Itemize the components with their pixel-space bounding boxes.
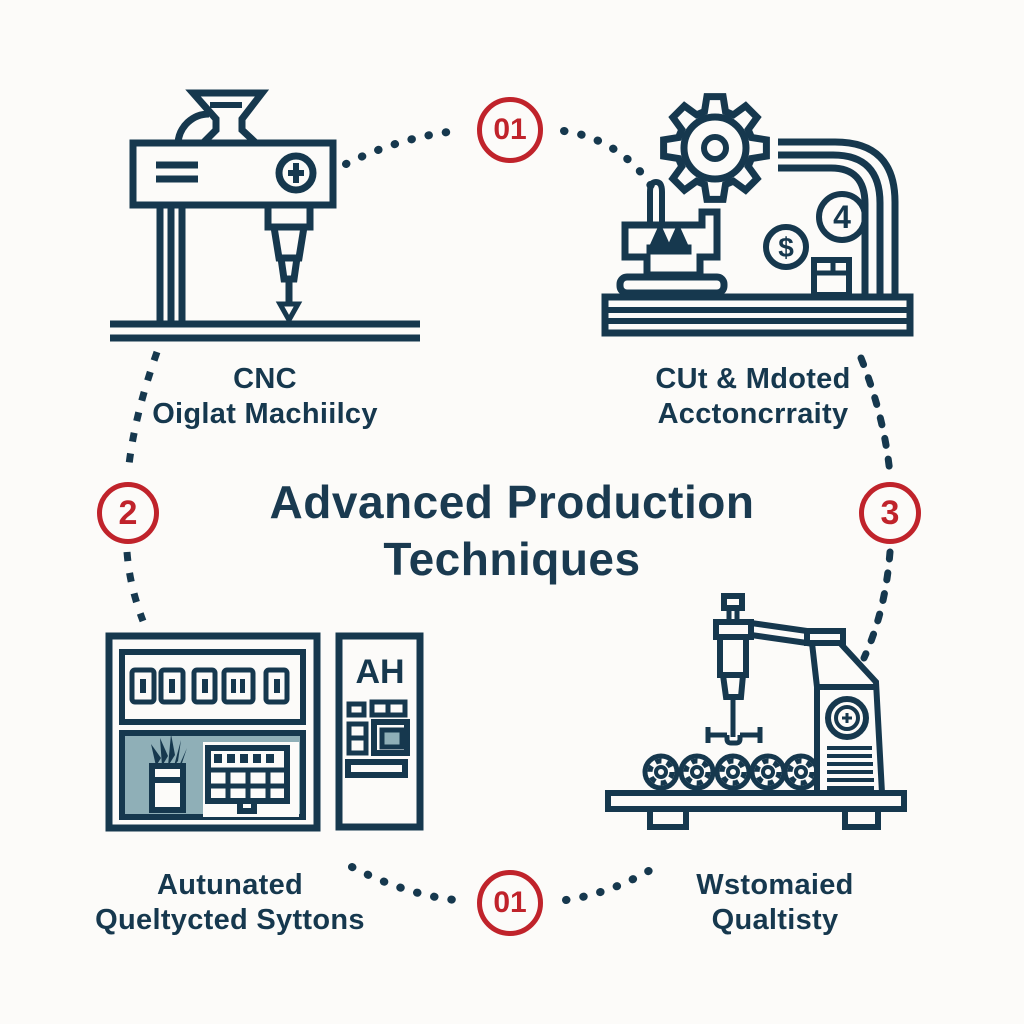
- arc-bottom-right: [562, 865, 656, 904]
- step-badge-left: 2: [97, 482, 159, 544]
- title-line-1: Advanced Production: [269, 476, 755, 528]
- parcel-box: [811, 257, 852, 298]
- arc-bottom-left: [348, 863, 459, 904]
- arc-left-lower: [123, 551, 147, 623]
- display-strip: [119, 649, 306, 725]
- panel-frame: [105, 632, 321, 832]
- side-cabinet: [335, 632, 424, 831]
- bearing-parts: [642, 753, 820, 791]
- step-badge-top: 01: [477, 97, 543, 163]
- crosshair-dial-icon: [275, 152, 317, 194]
- caption-line: Oiglat Machiilcy: [152, 398, 378, 431]
- probe-arm: [713, 593, 754, 737]
- number-four: 4: [833, 199, 851, 235]
- step-number: 01: [493, 886, 527, 919]
- caption-line: Acctoncrraity: [657, 398, 849, 431]
- step-number: 01: [493, 113, 527, 146]
- automated-control-panel-icon: AH: [105, 632, 424, 832]
- gear-icon: [660, 93, 770, 203]
- caption-line: CNC: [233, 363, 297, 395]
- caption-top-right: CUt & Mdoted Acctoncrraity: [588, 362, 918, 433]
- arc-left-upper: [124, 350, 161, 475]
- step-number: 3: [880, 493, 900, 532]
- pipe-elbow: [778, 138, 899, 298]
- gear-conveyor-automation-icon: $ 4: [601, 93, 914, 337]
- cnc-milling-machine-icon: [110, 89, 420, 342]
- cabinet-label: AH: [355, 653, 404, 691]
- bench-base: [605, 790, 907, 830]
- milling-station: [616, 178, 728, 301]
- step-badge-bottom: 01: [477, 870, 543, 936]
- caption-line: CUt & Mdoted: [655, 363, 851, 395]
- caption-line: Queltycted Syttons: [95, 904, 365, 937]
- dollar-sign: $: [778, 232, 794, 263]
- title-line-2: Techniques: [383, 533, 641, 586]
- plant-icon: [149, 734, 187, 813]
- conveyor-base: [601, 293, 914, 337]
- robotic-quality-inspection-icon: [605, 593, 907, 830]
- step-badge-right: 3: [859, 482, 921, 544]
- dollar-badge: $: [763, 224, 809, 270]
- page-title: Advanced Production Techniques: [0, 474, 1024, 588]
- caption-bottom-right: Wstomaied Qualtisty: [615, 868, 935, 939]
- emblem-icon: [825, 696, 869, 740]
- caption-line: Autunated: [156, 869, 304, 901]
- step-number: 2: [118, 493, 138, 532]
- arc-top-right: [560, 127, 655, 190]
- clamp-bracket: [705, 727, 763, 746]
- arc-top-left: [342, 127, 460, 168]
- caption-bottom-left: Autunated Queltycted Syttons: [55, 868, 405, 939]
- number-four-badge: 4: [816, 191, 868, 243]
- caption-top-left: CNC Oiglat Machiilcy: [100, 362, 430, 433]
- monitor-keypad: [205, 745, 290, 814]
- caption-line: Wstomaied: [696, 869, 854, 901]
- caption-line: Qualtisty: [711, 904, 839, 937]
- hopper-funnel: [185, 89, 270, 147]
- arc-right-upper: [857, 354, 894, 478]
